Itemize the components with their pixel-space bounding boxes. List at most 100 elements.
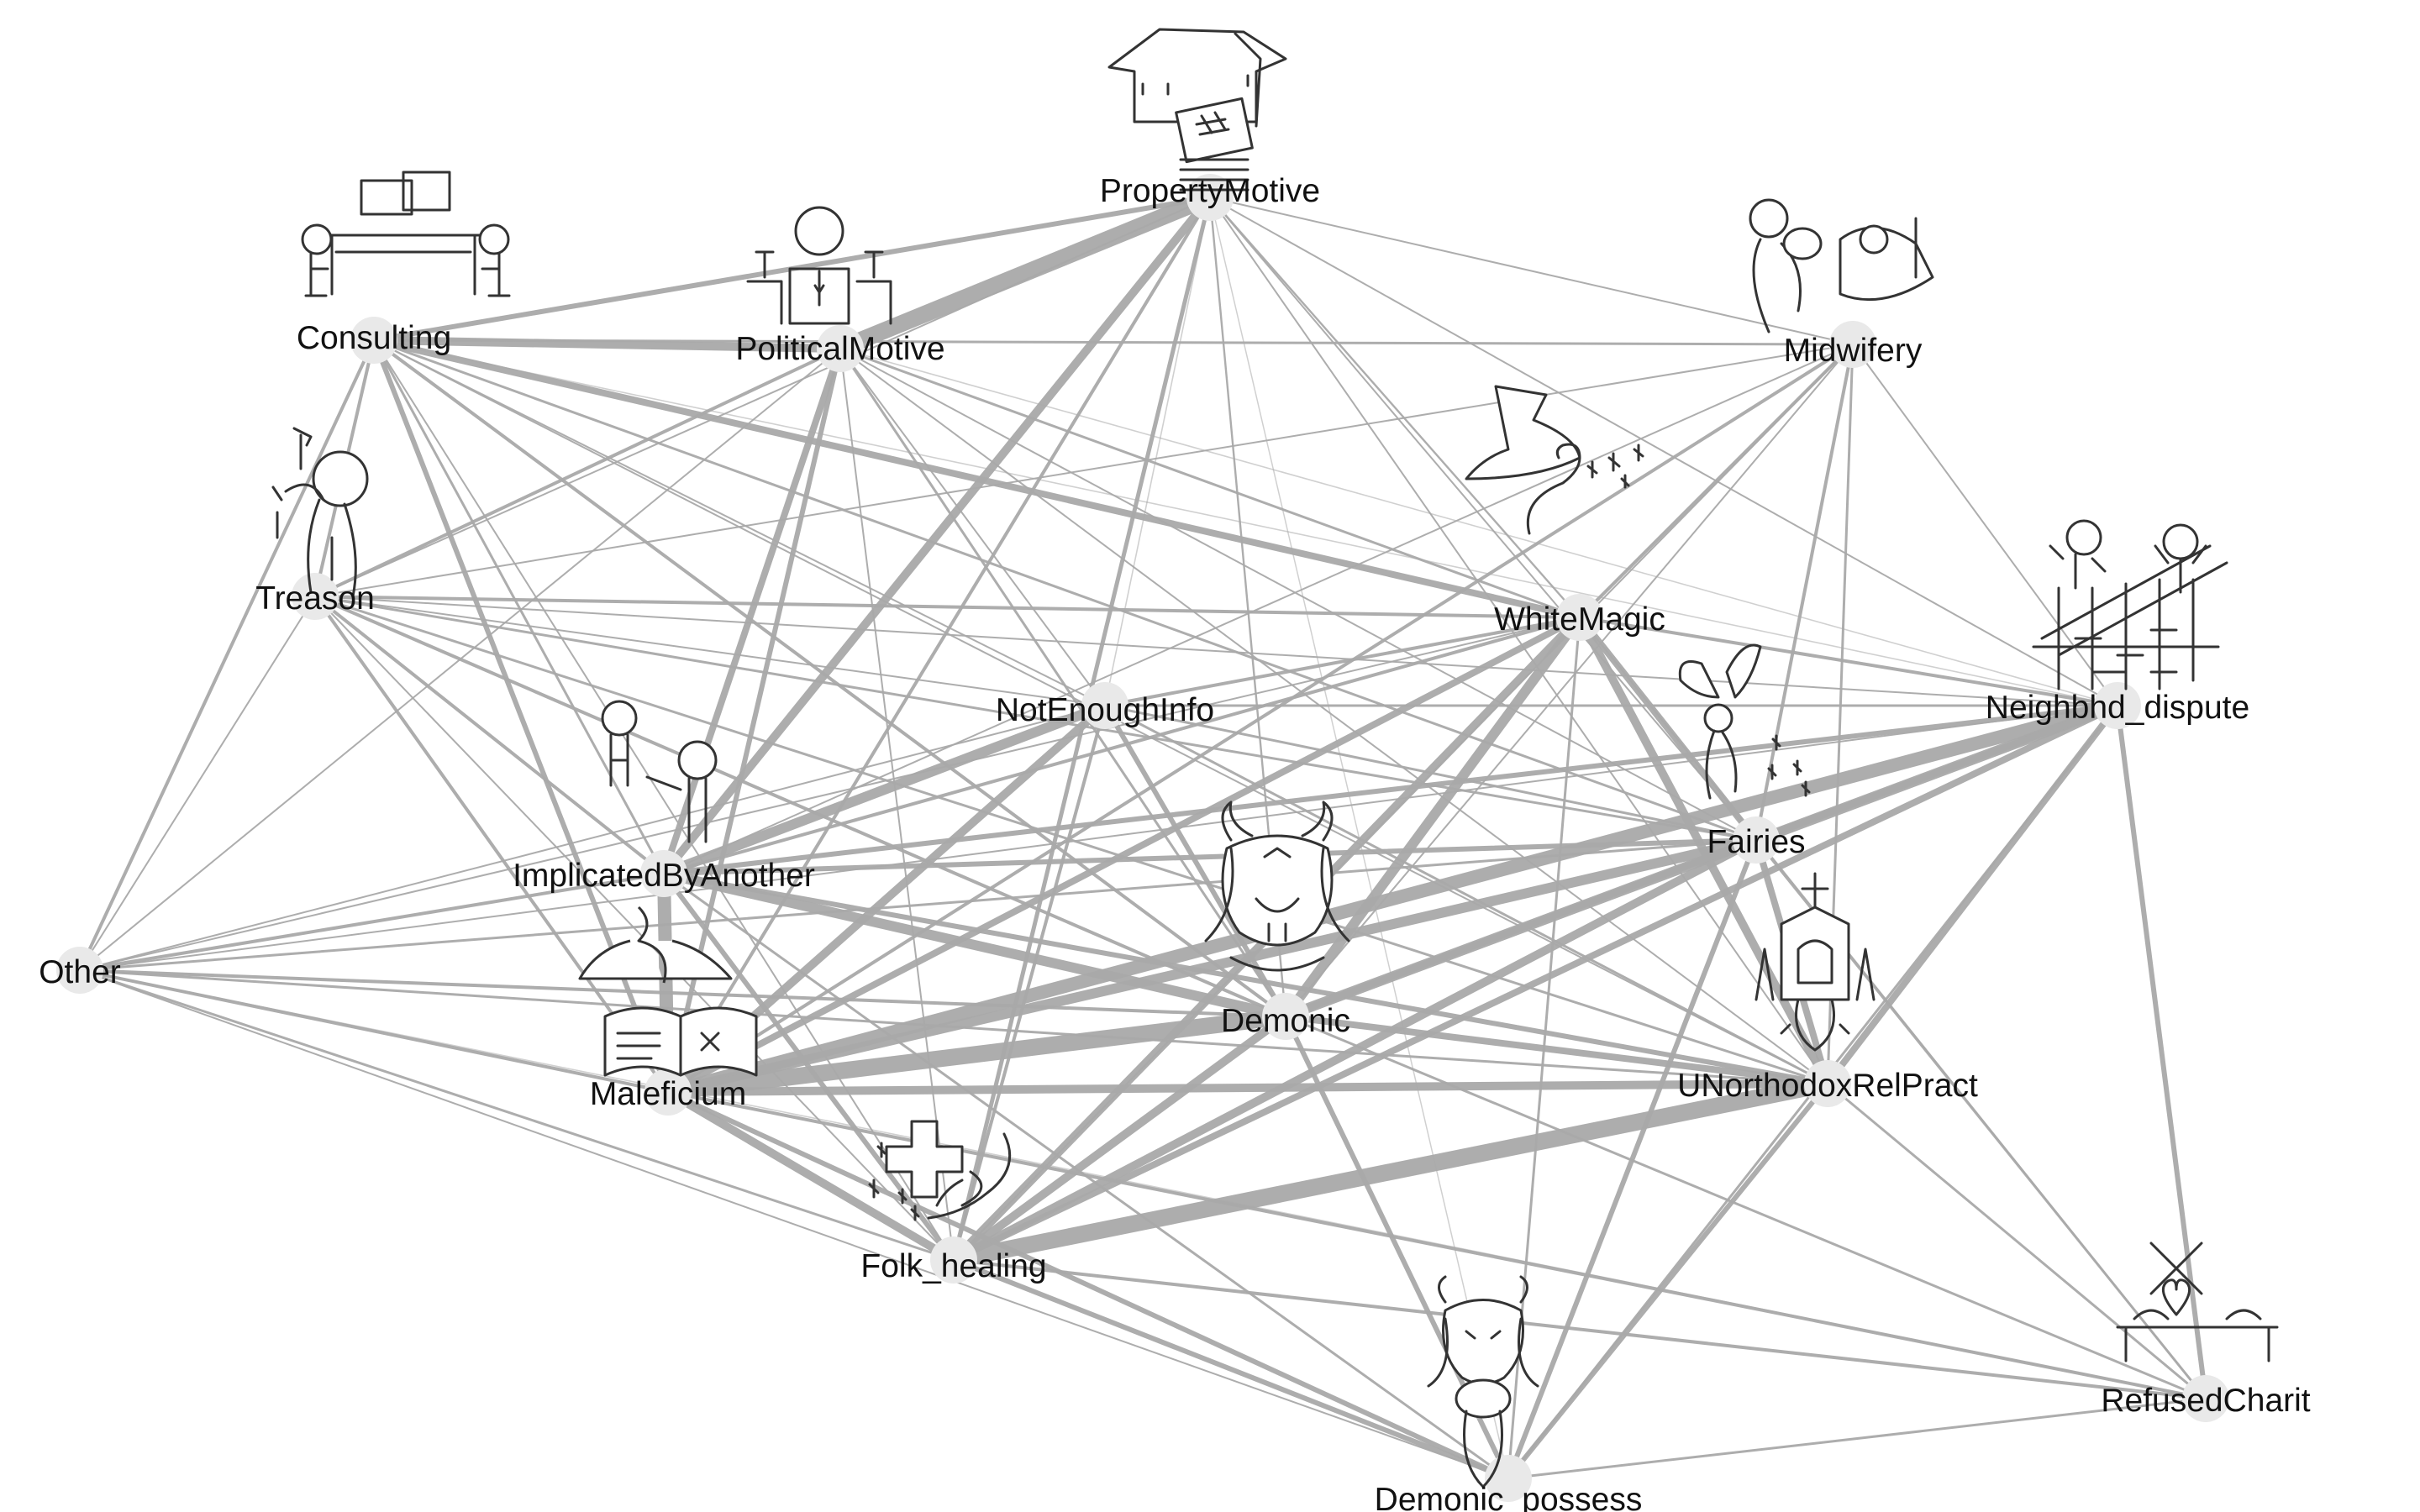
fence-neighbours-icon [2032, 519, 2228, 690]
edge-PoliticalMotive-Demonic [839, 347, 1287, 1018]
edge-Treason-Other [79, 596, 316, 971]
edge-Midwifery-Fairies [1754, 343, 1854, 842]
meeting-table-icon [301, 171, 511, 297]
edge-PoliticalMotive-Folk_healing [839, 348, 955, 1261]
edge-PropertyMotive-WhiteMagic [1208, 196, 1581, 619]
edge-WhiteMagic-Neighbhd_dispute [1578, 616, 2119, 707]
edge-WhiteMagic-ImplicatedByAnother [662, 616, 1581, 875]
node-UNorthodoxRelPract [1804, 1060, 1851, 1107]
edge-PoliticalMotive-NotEnoughInfo [839, 348, 1106, 706]
edge-Other-UNorthodoxRelPract [78, 969, 1829, 1085]
node-PoliticalMotive [817, 325, 864, 372]
cauldron-spellbook-icon [578, 906, 758, 1077]
podium-speaker-icon [746, 206, 892, 325]
edge-Treason-Fairies [313, 595, 1758, 842]
edge-UNorthodoxRelPract-Demonic_possess [1506, 1081, 1830, 1481]
edge-PoliticalMotive-PropertyMotive [832, 189, 1218, 357]
edge-Maleficium-Demonic_possess [666, 1089, 1511, 1481]
edge-Demonic-RefusedCharity [1284, 1015, 2207, 1400]
witch-hat-wand-icon [1465, 385, 1644, 535]
edge-Fairies-Folk_healing [950, 836, 1760, 1264]
edge-Consulting-Other [78, 339, 376, 972]
edge-layer [78, 189, 2208, 1481]
house-documents-icon [1107, 28, 1287, 192]
edge-Maleficium-Folk_healing [664, 1088, 958, 1264]
backstab-icon [271, 427, 369, 598]
node-label-PoliticalMotive: PoliticalMotive [735, 331, 944, 367]
edge-PoliticalMotive-WhiteMagic [839, 347, 1581, 619]
node-Treason [292, 573, 339, 620]
edge-Fairies-Demonic [1282, 837, 1760, 1020]
horned-demon-icon [1204, 801, 1350, 972]
edge-PropertyMotive-Maleficium [666, 196, 1212, 1094]
edge-WhiteMagic-Demonic [1281, 612, 1585, 1021]
node-label-Maleficium: Maleficium [590, 1076, 746, 1112]
edge-Fairies-Other [78, 838, 1758, 972]
edge-Consulting-Fairies [372, 339, 1758, 842]
edge-UNorthodoxRelPract-RefusedCharity [1826, 1082, 2207, 1400]
node-label-Demonic_possess: Demonic_possess [1375, 1482, 1643, 1512]
edge-Treason-UNorthodoxRelPract [313, 595, 1829, 1085]
node-Folk_healing [930, 1236, 977, 1284]
chapel-icon [1754, 872, 1876, 1052]
edge-Other-Demonic_possess [79, 969, 1509, 1479]
edge-Consulting-Demonic [372, 339, 1287, 1018]
edge-Consulting-Folk_healing [373, 339, 955, 1261]
edge-WhiteMagic-Other [79, 617, 1581, 971]
edge-PoliticalMotive-Treason [313, 347, 842, 598]
edge-Consulting-ImplicatedByAnother [372, 339, 666, 875]
edge-Treason-WhiteMagic [313, 595, 1581, 619]
crossed-charity-icon [2116, 1242, 2279, 1362]
edge-Neighbhd_dispute-ImplicatedByAnother [661, 703, 2120, 876]
edge-Demonic-UNorthodoxRelPract [1282, 1013, 1831, 1087]
edge-PropertyMotive-Treason [314, 197, 1211, 597]
edge-PoliticalMotive-Neighbhd_dispute [839, 348, 2118, 706]
edge-PropertyMotive-ImplicatedByAnother [660, 193, 1214, 878]
node-layer [56, 174, 2229, 1502]
edge-PoliticalMotive-Fairies [839, 348, 1757, 841]
edge-Fairies-Maleficium [663, 835, 1761, 1097]
edge-Neighbhd_dispute-Fairies [1753, 702, 2121, 843]
edge-ImplicatedByAnother-Fairies [661, 837, 1759, 876]
edge-Neighbhd_dispute-RefusedCharity [2115, 703, 2208, 1401]
edge-Treason-ImplicatedByAnother [313, 595, 666, 875]
node-Maleficium [644, 1068, 692, 1116]
node-label-Demonic: Demonic [1221, 1003, 1350, 1039]
node-NotEnoughInfo [1081, 682, 1128, 729]
edge-Maleficium-RefusedCharity [666, 1090, 2207, 1400]
edge-WhiteMagic-Maleficium [665, 614, 1583, 1095]
node-label-Midwifery: Midwifery [1784, 333, 1923, 369]
node-label-RefusedCharity: RefusedCharit [2101, 1383, 2310, 1419]
node-label-Other: Other [39, 954, 121, 990]
edge-NotEnoughInfo-Folk_healing [952, 704, 1107, 1262]
edge-Neighbhd_dispute-Folk_healing [950, 702, 2121, 1263]
edge-Neighbhd_dispute-Other [79, 705, 2118, 971]
edge-UNorthodoxRelPract-Folk_healing [945, 1075, 1836, 1268]
edge-PropertyMotive-Neighbhd_dispute [1209, 197, 2118, 706]
node-label-ImplicatedByAnother: ImplicatedByAnother [513, 858, 815, 894]
node-label-Fairies: Fairies [1707, 824, 1805, 860]
edge-Demonic-Maleficium [660, 1008, 1294, 1100]
node-label-UNorthodoxRelPract: UNorthodoxRelPract [1677, 1068, 1978, 1104]
node-Demonic [1262, 993, 1309, 1040]
node-Midwifery [1829, 321, 1876, 368]
edge-NotEnoughInfo-UNorthodoxRelPract [1103, 704, 1829, 1085]
pointing-figures-icon [601, 700, 718, 843]
edge-Midwifery-Treason [314, 344, 1854, 597]
edge-Treason-Neighbhd_dispute [314, 596, 2118, 706]
edge-Consulting-NotEnoughInfo [373, 339, 1106, 706]
edge-Midwifery-Neighbhd_dispute [1852, 344, 2118, 706]
node-Consulting [350, 317, 397, 364]
edge-Midwifery-Maleficium [666, 343, 1854, 1094]
edge-Treason-Maleficium [313, 595, 670, 1094]
possessed-figure-icon [1427, 1275, 1539, 1488]
edge-Consulting-Midwifery [372, 339, 1854, 346]
edge-Folk_healing-Demonic_possess [951, 1257, 1511, 1481]
edge-ImplicatedByAnother-Other [78, 872, 666, 972]
node-PropertyMotive [1186, 174, 1234, 221]
node-label-NotEnoughInfo: NotEnoughInfo [996, 692, 1214, 728]
node-Other [56, 947, 103, 994]
edge-NotEnoughInfo-Fairies [1103, 704, 1758, 842]
node-label-Treason: Treason [255, 580, 375, 617]
